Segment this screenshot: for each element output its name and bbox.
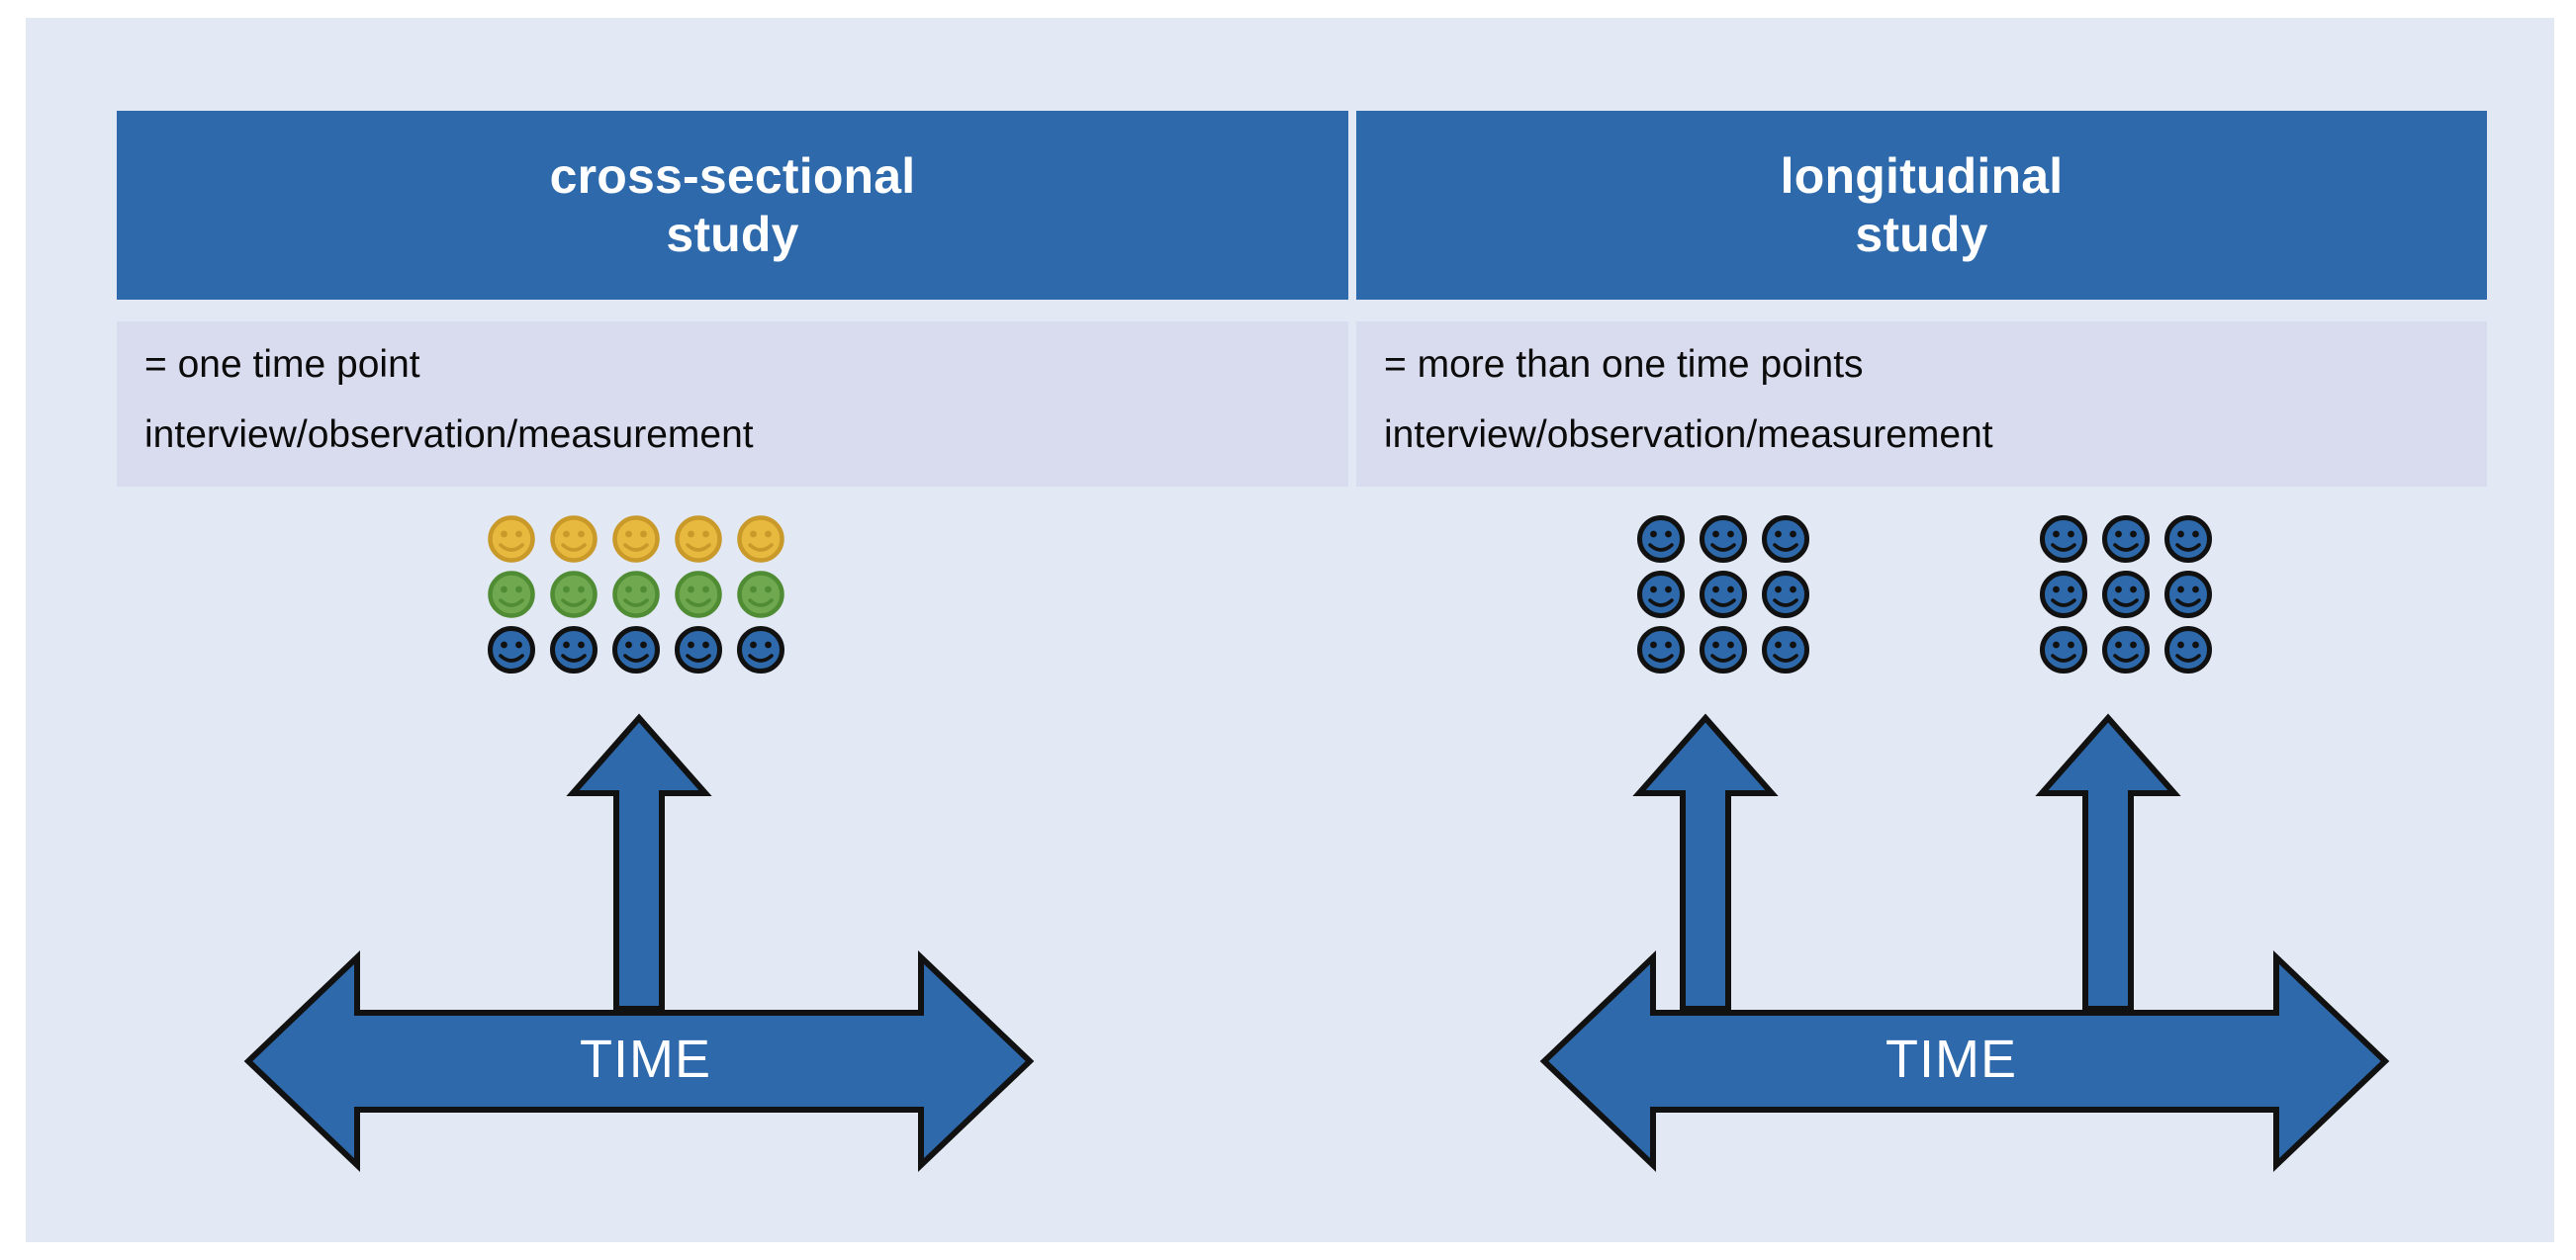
header-longitudinal-line2: study: [1855, 206, 1988, 262]
up-arrow-longitudinal-t2: [2035, 713, 2181, 1012]
header-longitudinal-text: longitudinal study: [1781, 147, 2064, 264]
cross-sectional-smiley-icon: [487, 514, 536, 564]
cross-sectional-smiley-icon: [674, 625, 723, 675]
header-cross-sectional-line1: cross-sectional: [549, 147, 916, 204]
longitudinal-t1-smiley-icon: [1761, 514, 1810, 564]
description-cross-sectional-line2: interview/observation/measurement: [144, 413, 754, 456]
longitudinal-t2-smiley-icon: [2101, 514, 2151, 564]
longitudinal-t2-smiley-icon: [2163, 625, 2213, 675]
cross-sectional-smiley-icon: [674, 570, 723, 619]
description-longitudinal-line1: = more than one time points: [1384, 343, 1864, 386]
description-longitudinal-line2: interview/observation/measurement: [1384, 413, 1993, 456]
description-longitudinal: = more than one time points interview/ob…: [1356, 321, 2487, 487]
longitudinal-t1-smiley-icon: [1636, 625, 1686, 675]
header-cross-sectional: cross-sectional study: [117, 111, 1348, 300]
longitudinal-t2-smiley-icon: [2039, 625, 2088, 675]
longitudinal-t2-smiley-icon: [2101, 570, 2151, 619]
cross-sectional-smiley-icon: [674, 514, 723, 564]
cross-sectional-smiley-icon: [736, 570, 785, 619]
longitudinal-t2-smiley-icon: [2163, 570, 2213, 619]
cross-sectional-smiley-icon: [736, 514, 785, 564]
header-cross-sectional-text: cross-sectional study: [550, 147, 916, 264]
time-label-longitudinal: TIME: [1886, 1030, 2017, 1089]
time-arrow-longitudinal: [1539, 949, 2390, 1173]
longitudinal-t1-smiley-icon: [1761, 570, 1810, 619]
cross-sectional-smiley-icon: [549, 570, 598, 619]
diagram-panel: cross-sectional study longitudinal study…: [26, 18, 2554, 1242]
cross-sectional-smiley-icon: [487, 625, 536, 675]
header-longitudinal-line1: longitudinal: [1780, 147, 2064, 204]
header-longitudinal: longitudinal study: [1356, 111, 2487, 300]
cross-sectional-smiley-icon: [736, 625, 785, 675]
cross-sectional-smiley-icon: [549, 625, 598, 675]
longitudinal-t1-smiley-icon: [1699, 570, 1748, 619]
up-arrow-longitudinal-t1: [1632, 713, 1779, 1012]
cross-sectional-smiley-icon: [611, 570, 661, 619]
longitudinal-t1-smiley-icon: [1636, 514, 1686, 564]
cross-sectional-smiley-icon: [487, 570, 536, 619]
time-arrow-cross-sectional: [243, 949, 1035, 1173]
longitudinal-t1-smiley-icon: [1699, 625, 1748, 675]
longitudinal-t2-smiley-icon: [2101, 625, 2151, 675]
longitudinal-t1-smiley-icon: [1761, 625, 1810, 675]
up-arrow-cross-sectional: [566, 713, 712, 1012]
time-label-cross-sectional: TIME: [580, 1030, 711, 1089]
longitudinal-t2-smiley-icon: [2039, 514, 2088, 564]
longitudinal-t1-smiley-icon: [1699, 514, 1748, 564]
description-cross-sectional: = one time point interview/observation/m…: [117, 321, 1348, 487]
description-cross-sectional-line1: = one time point: [144, 343, 420, 386]
longitudinal-t1-smiley-icon: [1636, 570, 1686, 619]
cross-sectional-smiley-icon: [611, 625, 661, 675]
longitudinal-t2-smiley-icon: [2163, 514, 2213, 564]
longitudinal-t2-smiley-icon: [2039, 570, 2088, 619]
cross-sectional-smiley-icon: [549, 514, 598, 564]
cross-sectional-smiley-icon: [611, 514, 661, 564]
header-cross-sectional-line2: study: [666, 206, 799, 262]
